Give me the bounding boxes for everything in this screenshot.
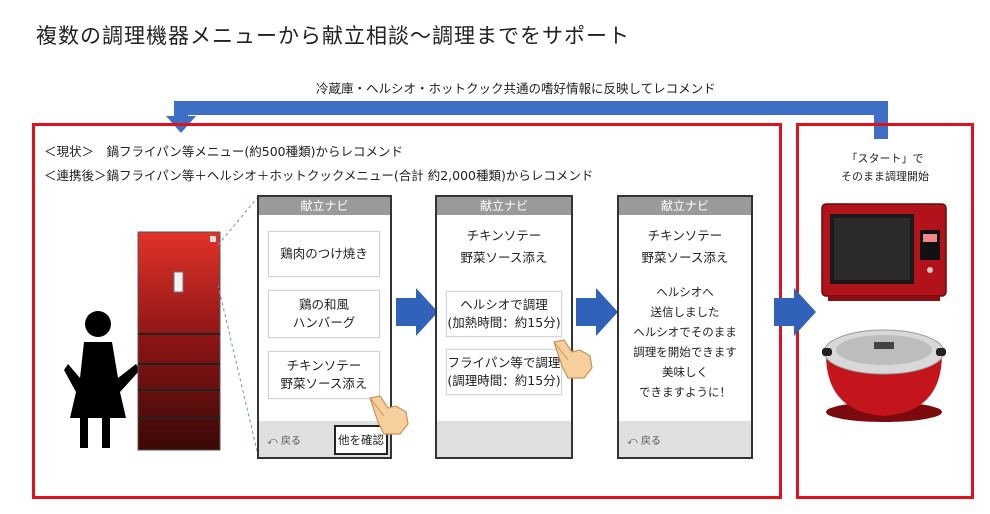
start-instruction: 「スタート」で そのまま調理開始 bbox=[799, 150, 971, 186]
feedback-arrow-left-stem bbox=[174, 101, 188, 117]
option-healsio-line1: ヘルシオで調理 bbox=[460, 297, 548, 312]
phone3-msg-line6: できますように！ bbox=[639, 385, 731, 399]
phone3-msg-line3: ヘルシオでそのまま bbox=[633, 325, 737, 339]
refrigerator-image bbox=[137, 231, 221, 451]
current-status-text: ＜現状＞ 鍋フライパン等メニュー(約500種類)からレコメンド bbox=[44, 144, 403, 159]
phone1-header: 献立ナビ bbox=[259, 197, 390, 215]
menu-item-2-line1: 鶏の和風 bbox=[298, 297, 349, 312]
menu-item-2-line2: ハンバーグ bbox=[292, 315, 356, 330]
back-button[interactable]: ⤺ 戻る bbox=[627, 436, 661, 447]
phone2-header: 献立ナビ bbox=[437, 197, 571, 215]
phone3-dish-line1: チキンソテー bbox=[647, 228, 723, 243]
hotcook-pot-image bbox=[822, 329, 946, 422]
option-frying-pan[interactable]: フライパン等で調理 (調理時間：約15分) bbox=[446, 349, 562, 395]
menu-item-3-line1: チキンソテー bbox=[286, 358, 362, 373]
phone2-footer bbox=[437, 421, 571, 457]
person-icon bbox=[64, 311, 140, 448]
back-arrow-icon: ⤺ bbox=[267, 436, 278, 447]
phone-screen-2: 献立ナビ チキンソテー 野菜ソース添え ヘルシオで調理 (加熱時間：約15分) … bbox=[435, 195, 573, 459]
page-title: 複数の調理機器メニューから献立相談〜調理までをサポート bbox=[36, 24, 630, 48]
zoom-lines bbox=[218, 196, 259, 456]
start-line1: 「スタート」で bbox=[846, 152, 924, 165]
option-healsio[interactable]: ヘルシオで調理 (加熱時間：約15分) bbox=[446, 291, 562, 337]
phone3-msg-line5: 美味しく bbox=[662, 365, 708, 379]
flow-arrow-2 bbox=[576, 288, 618, 336]
phone3-header: 献立ナビ bbox=[619, 197, 751, 215]
phone1-footer: ⤺ 戻る 他を確認 bbox=[259, 421, 390, 457]
healsio-oven-image bbox=[821, 203, 947, 301]
flow-arrow-1 bbox=[396, 288, 438, 336]
phone2-dish-line2: 野菜ソース添え bbox=[460, 250, 548, 265]
more-button[interactable]: 他を確認 bbox=[334, 425, 388, 455]
start-line2: そのまま調理開始 bbox=[841, 170, 929, 183]
phone-screen-1: 献立ナビ 鶏肉のつけ焼き 鶏の和風 ハンバーグ チキンソテー 野菜ソース添え ⤺… bbox=[257, 195, 392, 459]
top-note: 冷蔵庫・ヘルシオ・ホットクック共通の嗜好情報に反映してレコメンド bbox=[316, 81, 716, 96]
option-healsio-line2: (加熱時間：約15分) bbox=[447, 315, 561, 330]
menu-item-1[interactable]: 鶏肉のつけ焼き bbox=[268, 231, 380, 277]
after-integration-text: ＜連携後＞鍋フライパン等＋ヘルシオ＋ホットクックメニュー(合計 約2,000種類… bbox=[44, 168, 594, 183]
phone2-dish-line1: チキンソテー bbox=[466, 228, 542, 243]
phone3-msg-line4: 調理を開始できます bbox=[633, 345, 737, 359]
feedback-arrow-right-stem bbox=[874, 101, 888, 139]
back-arrow-icon: ⤺ bbox=[627, 436, 638, 447]
back-button[interactable]: ⤺ 戻る bbox=[267, 436, 301, 447]
phone3-msg-line1: ヘルシオへ bbox=[656, 285, 714, 299]
tap-hand-icon bbox=[369, 395, 409, 435]
tap-hand-icon bbox=[553, 339, 593, 379]
phone3-footer: ⤺ 戻る bbox=[619, 421, 751, 457]
option-frying-pan-line2: (調理時間：約15分) bbox=[447, 373, 561, 388]
menu-item-3-line2: 野菜ソース添え bbox=[280, 376, 368, 391]
phone3-msg-line2: 送信しました bbox=[650, 305, 720, 319]
menu-item-2[interactable]: 鶏の和風 ハンバーグ bbox=[268, 290, 380, 338]
flow-arrow-3 bbox=[774, 288, 816, 336]
phone3-dish-line2: 野菜ソース添え bbox=[641, 250, 729, 265]
option-frying-pan-line1: フライパン等で調理 bbox=[447, 355, 561, 370]
feedback-arrow-bar bbox=[174, 101, 888, 115]
menu-item-3[interactable]: チキンソテー 野菜ソース添え bbox=[268, 351, 380, 399]
phone-screen-3: 献立ナビ チキンソテー 野菜ソース添え ヘルシオへ 送信しました ヘルシオでその… bbox=[617, 195, 753, 459]
